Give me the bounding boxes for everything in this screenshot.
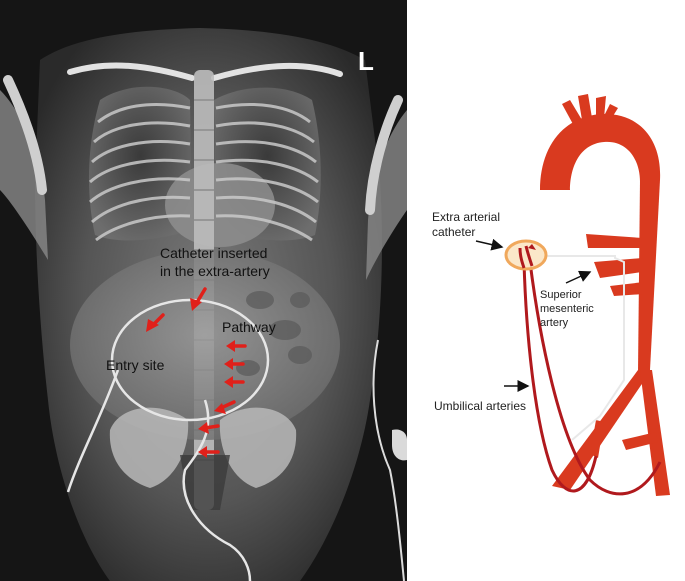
renal-branch bbox=[610, 282, 644, 296]
catheter-path bbox=[524, 255, 625, 441]
hand-shape bbox=[392, 429, 407, 461]
label-sma-line2: mesenteric bbox=[540, 303, 594, 315]
arch-branches bbox=[562, 94, 618, 126]
red-arrow-head bbox=[190, 298, 202, 311]
label-extra-arterial-line1: Extra arterial bbox=[432, 210, 500, 224]
pointer-arrow bbox=[475, 238, 504, 251]
left-clavicle bbox=[211, 62, 343, 81]
label-umbilical-arteries: Umbilical arteries bbox=[434, 399, 526, 413]
bowel-gas bbox=[236, 291, 312, 376]
label-sma-line3: artery bbox=[540, 317, 569, 329]
right-clavicle bbox=[67, 62, 195, 81]
xray-panel: L Catheter inserted in the extra-artery … bbox=[0, 0, 407, 581]
aorta bbox=[540, 113, 661, 190]
umbilicus-vessels bbox=[518, 245, 534, 269]
celiac-branch bbox=[586, 234, 643, 248]
label-entry-site: Entry site bbox=[106, 357, 165, 373]
label-catheter-line2: in the extra-artery bbox=[160, 263, 270, 279]
label-pathway: Pathway bbox=[222, 319, 276, 335]
ribs bbox=[89, 102, 319, 242]
sma-branch bbox=[594, 258, 642, 278]
pointer-arrow bbox=[565, 270, 592, 284]
side-marker: L bbox=[358, 46, 374, 76]
right-arm bbox=[0, 90, 48, 260]
internal-iliac-right bbox=[590, 420, 604, 458]
schematic-panel: Extra arterial catheter Superior mesente… bbox=[432, 94, 670, 496]
left-iliac-branch bbox=[622, 432, 658, 450]
red-arrow bbox=[198, 340, 247, 458]
pelvis-left bbox=[219, 407, 297, 488]
lead-wire bbox=[372, 339, 405, 581]
label-sma-line1: Superior bbox=[540, 289, 582, 301]
extra-artery-stub bbox=[528, 244, 536, 250]
umbilical-artery bbox=[522, 261, 598, 493]
left-arm bbox=[366, 110, 407, 280]
descending-aorta bbox=[638, 180, 660, 372]
left-humerus bbox=[365, 95, 403, 215]
umbilicus-highlight bbox=[504, 239, 548, 271]
red-arrow-head bbox=[146, 319, 159, 332]
right-humerus bbox=[3, 75, 47, 195]
pathway-arrows bbox=[146, 287, 247, 458]
pelvis-right bbox=[109, 407, 189, 488]
label-catheter-line1: Catheter inserted bbox=[160, 245, 267, 261]
sacrum bbox=[180, 455, 230, 510]
label-extra-arterial-line2: catheter bbox=[432, 225, 475, 239]
umbilical-artery bbox=[528, 261, 662, 496]
umbilical-catheter-loop bbox=[110, 298, 270, 422]
catheter-tubing bbox=[66, 369, 252, 581]
heart-shadow bbox=[165, 163, 275, 247]
